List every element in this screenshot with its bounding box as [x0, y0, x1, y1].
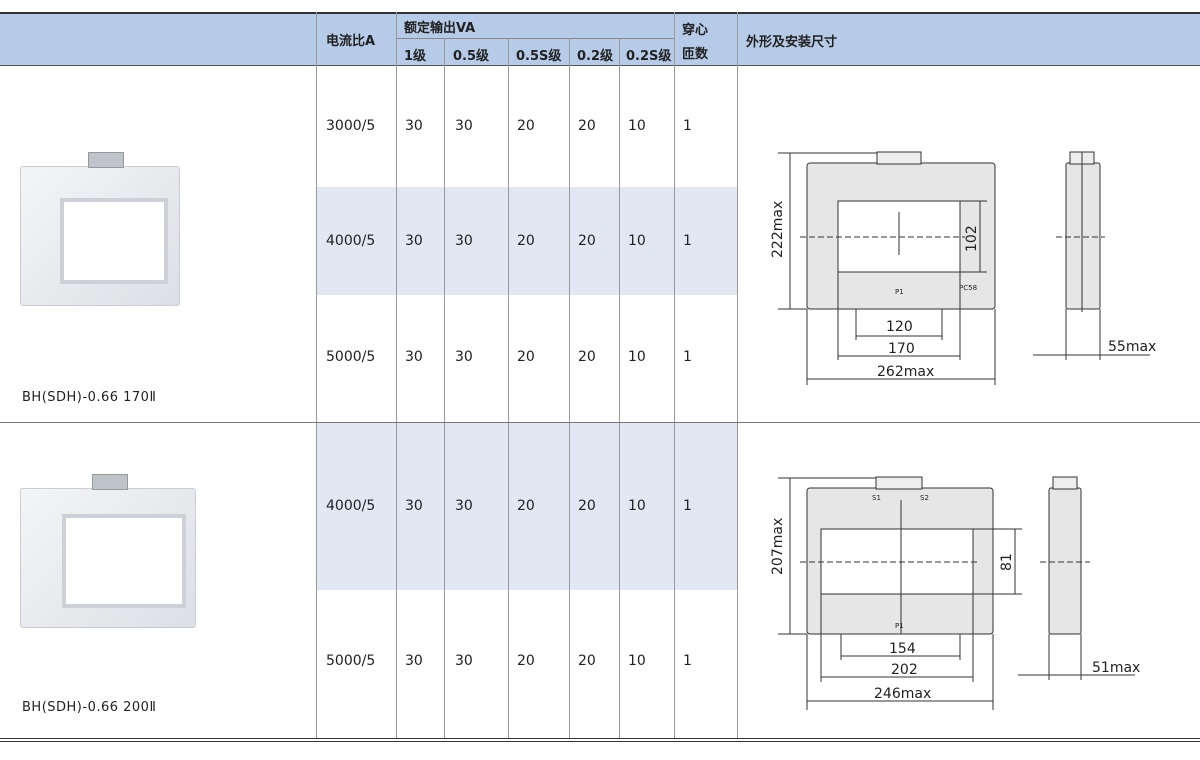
- table-header: [0, 12, 1200, 66]
- va-cell: 20: [517, 233, 535, 249]
- dim-height: 222max: [770, 201, 786, 258]
- terminal-mark: P1: [895, 288, 904, 296]
- header-turns-2: 匝数: [682, 47, 709, 62]
- product-image-170: [20, 150, 200, 315]
- va-cell: 20: [517, 653, 535, 669]
- va-cell: 30: [455, 233, 473, 249]
- va-cell: 30: [455, 498, 473, 514]
- dim-hole-spacing: 120: [886, 319, 913, 335]
- dim-depth: 51max: [1092, 660, 1140, 676]
- va-cell: 30: [405, 233, 423, 249]
- va-cell: 20: [578, 653, 596, 669]
- va-cell: 10: [628, 118, 646, 134]
- row-shade: [317, 187, 737, 295]
- turns-cell: 1: [683, 118, 692, 134]
- header-dimensions: 外形及安装尺寸: [746, 35, 838, 50]
- va-cell: 20: [517, 349, 535, 365]
- turns-cell: 1: [683, 653, 692, 669]
- dimension-drawing-200: 207max 81 154 202 246max 51max P1 S1 S2: [770, 476, 1140, 710]
- product-model: BH(SDH)-0.66 170Ⅱ: [22, 390, 157, 405]
- dimension-drawing-170: 222max 102 120 170 262max 55max P1 PC58: [770, 151, 1156, 385]
- model-mark: PC58: [959, 284, 977, 292]
- col-divider: [674, 12, 675, 738]
- header-class-05s: 0.5S级: [516, 49, 562, 64]
- header-ratio: 电流比A: [326, 34, 376, 49]
- col-divider: [619, 38, 620, 738]
- section-divider: [0, 422, 1200, 423]
- col-divider: [737, 12, 738, 738]
- dim-window-width: 202: [891, 662, 918, 678]
- va-cell: 20: [578, 118, 596, 134]
- col-divider: [444, 38, 445, 738]
- va-cell: 20: [517, 498, 535, 514]
- terminal-s1: S1: [872, 494, 881, 502]
- ratio-cell: 4000/5: [326, 498, 376, 514]
- va-cell: 30: [455, 349, 473, 365]
- turns-cell: 1: [683, 498, 692, 514]
- dim-width: 246max: [874, 686, 931, 702]
- dim-hole-spacing: 154: [889, 641, 916, 657]
- bottom-rule: [0, 738, 1200, 739]
- va-cell: 20: [578, 349, 596, 365]
- ratio-cell: 5000/5: [326, 653, 376, 669]
- header-class-05: 0.5级: [453, 49, 490, 64]
- col-divider: [569, 38, 570, 738]
- header-turns-1: 穿心: [682, 23, 709, 38]
- product-image-200: [20, 472, 200, 642]
- va-cell: 20: [578, 498, 596, 514]
- terminal-mark: P1: [895, 622, 904, 630]
- dim-window-width: 170: [888, 341, 915, 357]
- va-cell: 20: [578, 233, 596, 249]
- header-divider: [396, 38, 674, 39]
- dim-window-height: 81: [999, 553, 1015, 571]
- ratio-cell: 3000/5: [326, 118, 376, 134]
- va-cell: 30: [405, 498, 423, 514]
- va-cell: 30: [455, 118, 473, 134]
- col-divider: [316, 12, 317, 738]
- header-rated-output: 额定输出VA: [404, 21, 476, 36]
- dim-window-height: 102: [964, 225, 980, 252]
- dim-width: 262max: [877, 364, 934, 380]
- col-divider: [508, 38, 509, 738]
- ratio-cell: 5000/5: [326, 349, 376, 365]
- va-cell: 10: [628, 498, 646, 514]
- ratio-cell: 4000/5: [326, 233, 376, 249]
- va-cell: 30: [455, 653, 473, 669]
- va-cell: 30: [405, 653, 423, 669]
- terminal-s2: S2: [920, 494, 929, 502]
- va-cell: 10: [628, 349, 646, 365]
- va-cell: 30: [405, 118, 423, 134]
- va-cell: 10: [628, 653, 646, 669]
- header-class-02: 0.2级: [577, 49, 614, 64]
- col-divider: [396, 12, 397, 738]
- bottom-rule: [0, 741, 1200, 742]
- dim-height: 207max: [770, 518, 786, 575]
- va-cell: 10: [628, 233, 646, 249]
- product-model: BH(SDH)-0.66 200Ⅱ: [22, 700, 157, 715]
- header-class-02s: 0.2S级: [626, 49, 672, 64]
- header-class-1: 1级: [404, 49, 427, 64]
- turns-cell: 1: [683, 233, 692, 249]
- va-cell: 30: [405, 349, 423, 365]
- row-shade: [317, 423, 737, 590]
- va-cell: 20: [517, 118, 535, 134]
- dim-depth: 55max: [1108, 339, 1156, 355]
- turns-cell: 1: [683, 349, 692, 365]
